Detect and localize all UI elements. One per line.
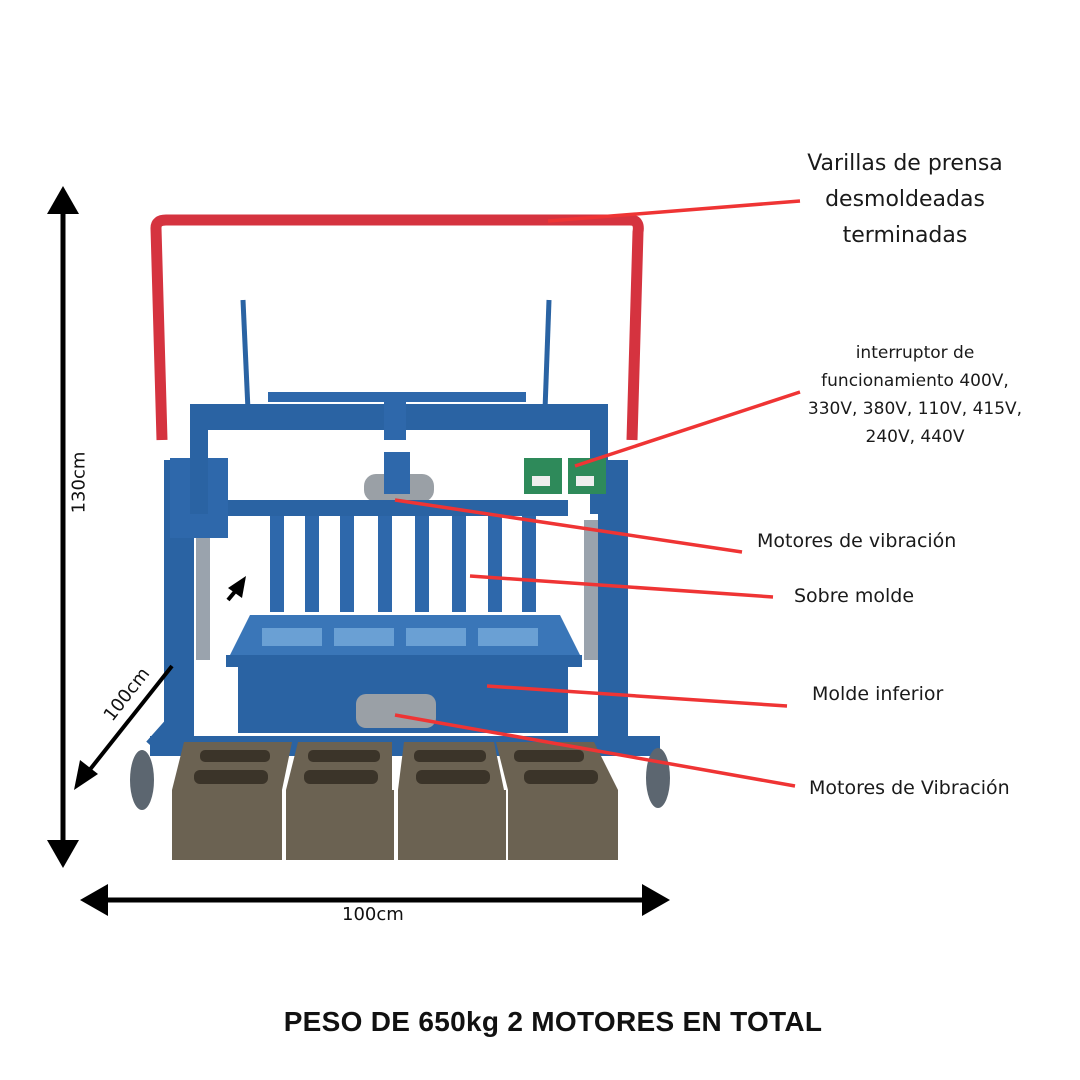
footer-title: PESO DE 650kg 2 MOTORES EN TOTAL [283,1006,823,1037]
block-machine [130,214,670,860]
left-wheel [130,750,154,810]
power-switches [524,458,606,494]
right-wheel [646,748,670,808]
lower-vibration-motor [356,694,436,728]
arrow-diagonal-back-icon [228,576,246,598]
arrow-left-icon [80,884,108,916]
callout-line: funcionamiento 400V, [821,371,1009,391]
dimension-width: 100cm [342,904,404,925]
arrow-right-icon [642,884,670,916]
callout-press-rods: Varillas de prensa desmoldeadas terminad… [785,146,1025,254]
callout-line: 240V, 440V [865,427,965,447]
arrow-diagonal-icon [74,760,98,790]
callout-line: desmoldeadas [825,187,985,212]
arrow-down-icon [47,840,79,868]
callout-vibration-motors-bottom: Motores de Vibración [809,777,1010,799]
callout-vibration-motors-top: Motores de vibración [757,530,957,552]
arrow-up-icon [47,186,79,214]
concrete-blocks [172,742,618,860]
dimension-arrows [47,186,670,916]
press-handle [150,214,644,441]
callout-lower-mold: Molde inferior [812,683,944,705]
callout-lines [394,199,801,788]
upper-vibration-motor [364,452,434,502]
callout-line: interruptor de [855,343,975,363]
callout-line: 330V, 380V, 110V, 415V, [807,399,1023,419]
callout-line: Varillas de prensa [807,151,1003,176]
callout-upper-mold: Sobre molde [794,585,915,607]
left-lever [240,299,251,411]
callout-switch: interruptor de funcionamiento 400V, 330V… [795,339,1035,451]
dimension-height: 130cm [68,451,90,514]
right-lever [542,299,552,411]
callout-line: terminadas [842,223,968,248]
